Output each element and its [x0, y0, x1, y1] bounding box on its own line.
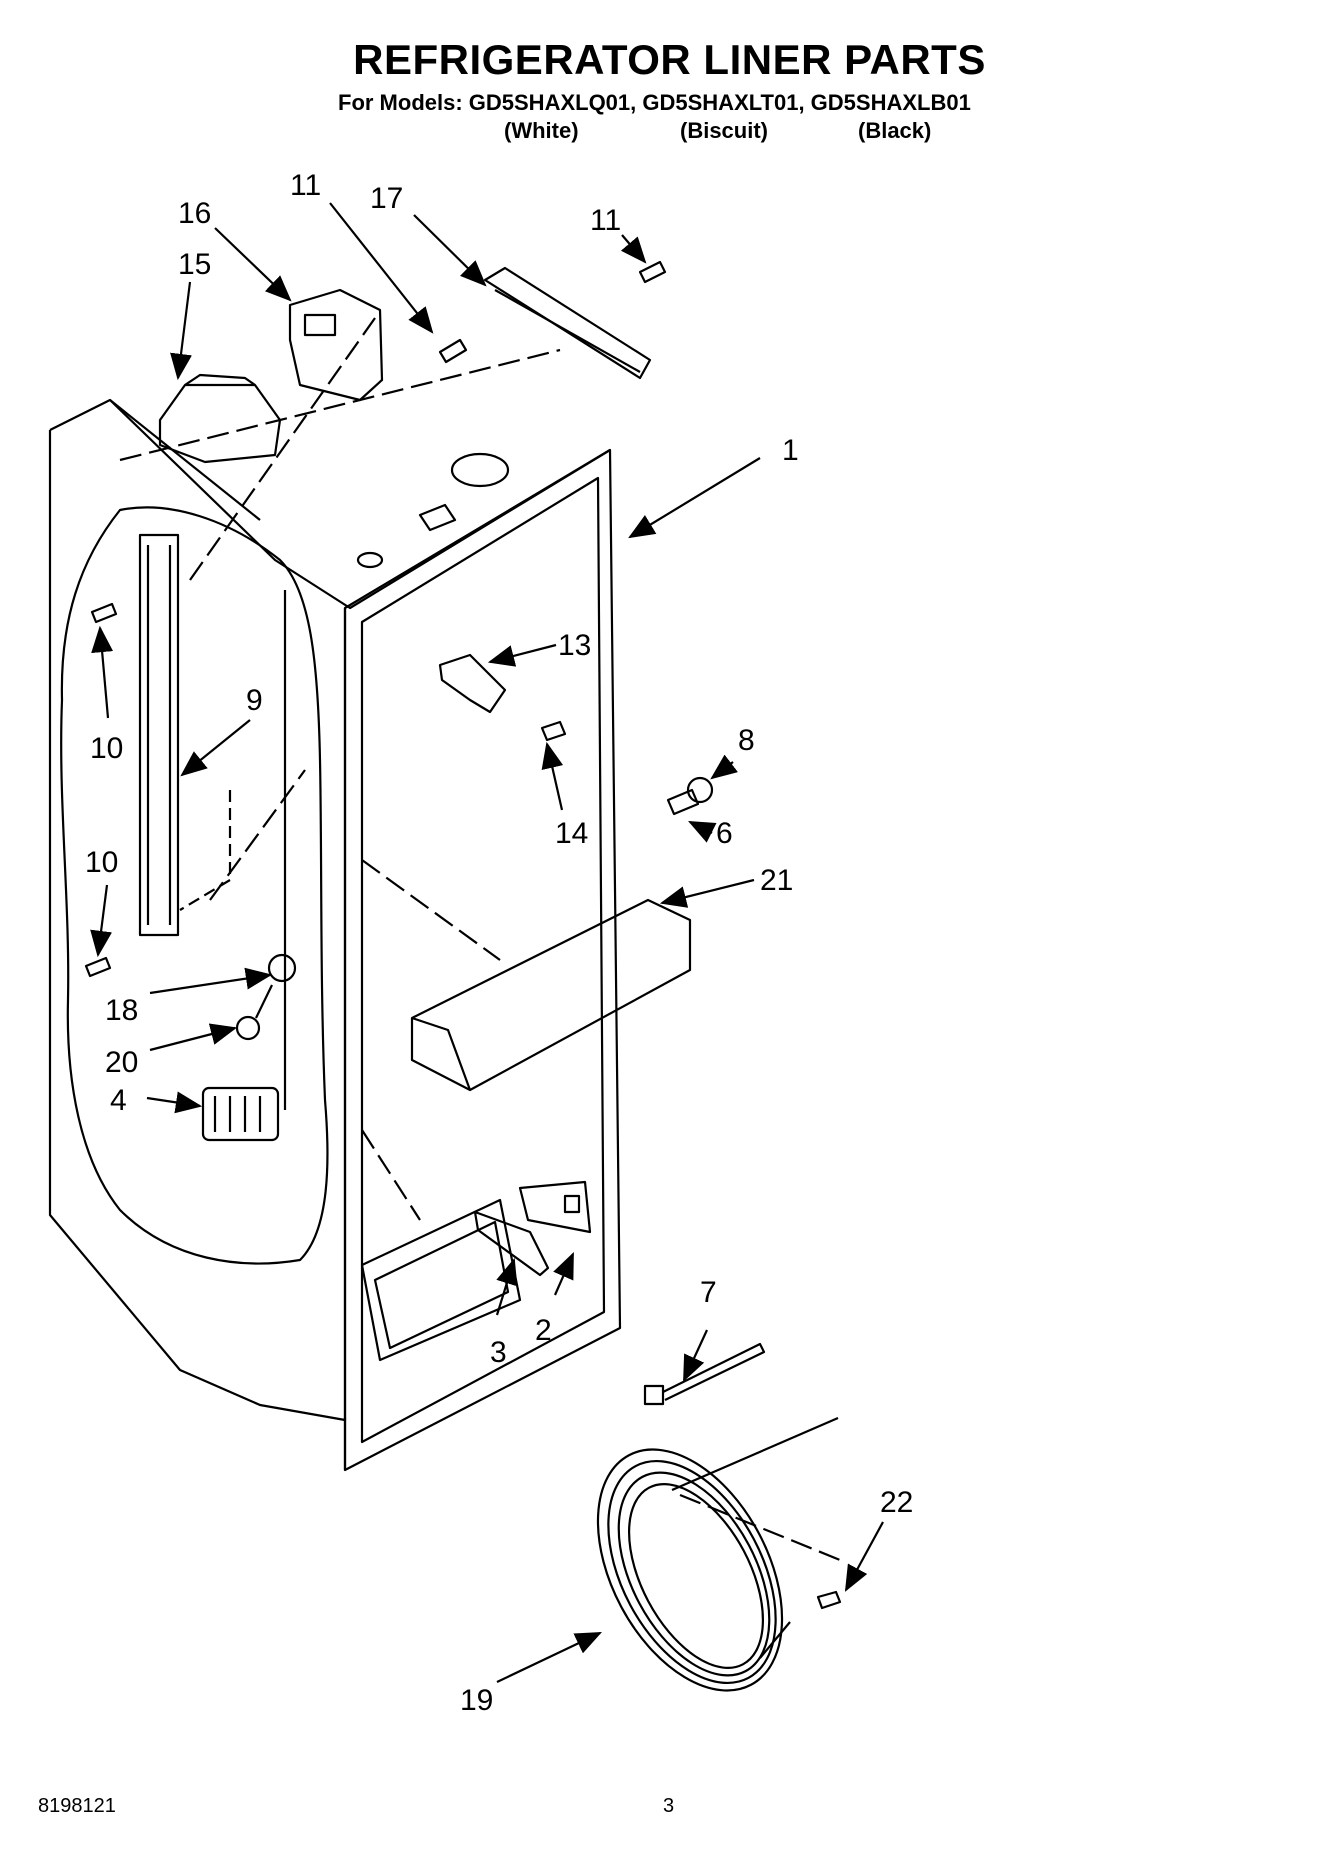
callout-18: 18	[105, 994, 138, 1027]
screw-10-b	[84, 956, 112, 978]
screw-22	[816, 1590, 842, 1610]
page-number: 3	[663, 1795, 675, 1817]
callout-14: 14	[555, 817, 588, 850]
part-15-control-housing	[158, 383, 282, 464]
part-17-channel	[483, 266, 652, 380]
document-number: 8198121	[38, 1795, 116, 1817]
part-3-bracket	[473, 1210, 550, 1277]
callout-4: 4	[110, 1084, 127, 1117]
callout-2: 2	[535, 1314, 552, 1347]
part-21-trim	[410, 898, 692, 1092]
screw-11-b	[638, 260, 667, 284]
callout-3: 3	[490, 1336, 507, 1369]
callout-13: 13	[558, 629, 591, 662]
part-20-bulb	[235, 1015, 261, 1041]
cabinet-top-edge	[49, 398, 611, 610]
callout-1: 1	[782, 434, 799, 467]
callout-21: 21	[760, 864, 793, 897]
part-4-grille	[201, 1086, 280, 1142]
part-2-bracket	[518, 1180, 592, 1234]
callout-22: 22	[880, 1486, 913, 1519]
screw-14	[540, 720, 567, 742]
part-7-cable-tie-head	[643, 1384, 665, 1406]
part-8-grommet	[686, 776, 714, 804]
part-13-bracket	[438, 653, 507, 714]
models-line: For Models: GD5SHAXLQ01, GD5SHAXLT01, GD…	[338, 90, 971, 115]
callout-15-text: 15	[178, 248, 211, 282]
part-6-stud	[666, 788, 700, 816]
callout-15-value: 15	[178, 248, 212, 281]
callout-8: 8	[738, 724, 755, 757]
cabinet-top-back	[109, 399, 261, 521]
callout-10-b: 10	[85, 846, 118, 879]
callout-16: 16	[178, 197, 211, 230]
callout-19: 19	[460, 1684, 493, 1717]
screw-10-a	[90, 602, 118, 624]
callout-20: 20	[105, 1046, 138, 1079]
callout-11-b: 11	[590, 204, 621, 237]
part-16-bracket	[288, 288, 384, 402]
callout-9: 9	[246, 684, 263, 717]
part-19-tube-coil	[596, 1416, 839, 1692]
variant-white: (White)	[504, 118, 579, 143]
page-title: REFRIGERATOR LINER PARTS	[353, 36, 986, 83]
part-18-socket	[267, 953, 297, 983]
callout-6: 6	[716, 817, 733, 850]
variant-black: (Black)	[858, 118, 932, 143]
callout-7: 7	[700, 1276, 717, 1309]
variant-biscuit: (Biscuit)	[680, 118, 768, 143]
callout-11: 11	[290, 169, 321, 202]
cabinet-left-wall	[48, 430, 347, 1422]
callout-17: 17	[370, 182, 403, 215]
cutaway-outline	[60, 506, 329, 1265]
screw-11-a	[438, 338, 468, 364]
callout-10: 10	[90, 732, 123, 765]
